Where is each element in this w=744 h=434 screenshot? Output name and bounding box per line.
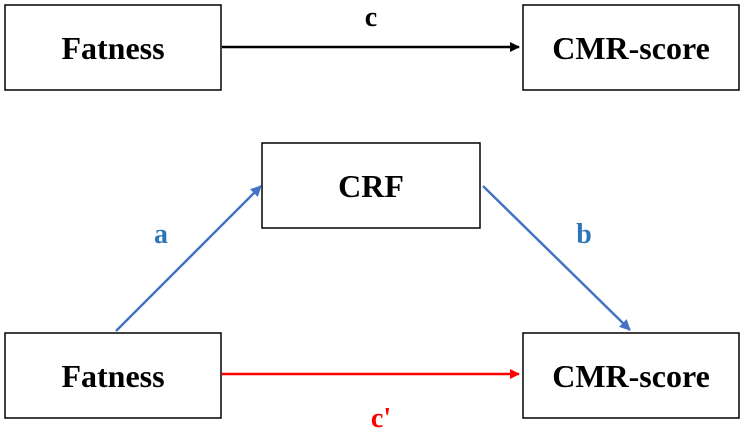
crf-box [261,142,481,229]
path-b-label: b [576,219,592,250]
top-cmr-score-box [522,4,740,91]
bottom-cmr-score-box [522,332,740,419]
top-fatness-label: Fatness [61,30,164,66]
path-b-arrow [482,185,631,331]
crf-label: CRF [338,168,404,204]
path-c-prime-label: c' [371,403,391,434]
bottom-cmr-score-label: CMR-score [552,358,710,394]
bottom-fatness-box [4,332,222,419]
path-a-arrow [115,185,262,332]
top-fatness-box [4,4,222,91]
path-a-label: a [154,219,168,250]
path-c-label: c [365,2,377,33]
top-cmr-score-label: CMR-score [552,30,710,66]
bottom-fatness-label: Fatness [61,358,164,394]
